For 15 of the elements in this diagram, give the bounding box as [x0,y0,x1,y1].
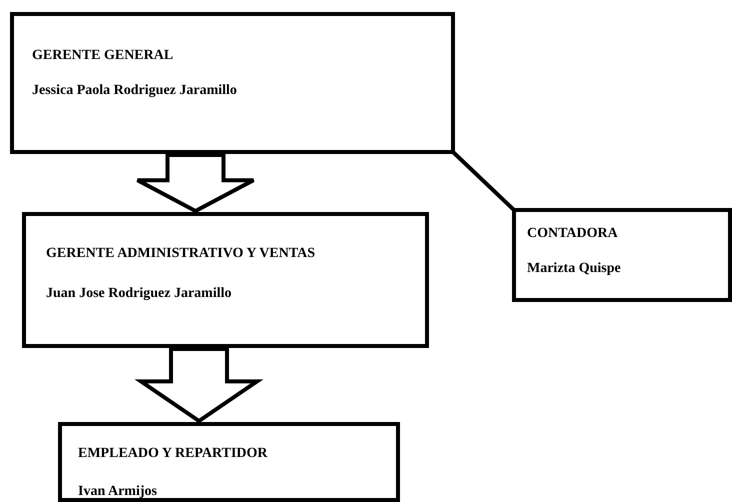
connector-line [452,150,516,212]
role-title: EMPLEADO Y REPARTIDOR [78,446,268,462]
role-title: GERENTE ADMINISTRATIVO Y VENTAS [46,246,316,262]
org-box [58,422,400,502]
person-name: Ivan Armijos [78,484,157,500]
block-arrow [136,153,256,214]
role-title: GERENTE GENERAL [32,48,174,64]
person-name: Marizta Quispe [527,261,621,277]
org-box [22,212,429,348]
role-title: CONTADORA [527,226,618,242]
org-box [512,208,732,302]
person-name: Jessica Paola Rodriguez Jaramillo [32,83,237,99]
org-box [10,12,455,154]
person-name: Juan Jose Rodriguez Jaramillo [46,286,232,302]
block-arrow [134,347,264,424]
